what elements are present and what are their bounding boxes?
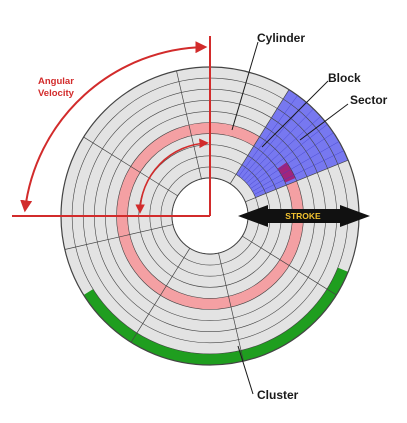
cluster-fill	[83, 267, 349, 366]
angular-velocity-label-line1: Angular	[38, 76, 74, 87]
angular-velocity-label-line2: Velocity	[38, 88, 75, 99]
sector-subdivision-line	[248, 124, 328, 186]
stroke-annotation: STROKE	[238, 205, 370, 227]
sector-boundary-line	[245, 159, 349, 203]
sector-subdivision-line	[238, 95, 298, 177]
sector-boundary-line	[130, 248, 191, 343]
cluster-leader-line	[237, 345, 254, 395]
angular-outer-arc-arrow	[20, 41, 208, 213]
sector-label: Sector	[350, 93, 388, 107]
sector-subdivision-line	[254, 150, 345, 195]
sector-boundary-line	[218, 252, 244, 362]
angular-inner-arc-arrow	[135, 138, 209, 214]
sector-subdivision-line	[243, 108, 314, 181]
cylinder-leader-line	[231, 41, 259, 131]
sector-boundary-line	[242, 235, 337, 296]
sector-boundary-line	[64, 224, 174, 250]
sector-subdivision-line	[250, 132, 334, 189]
angular-velocity-annotation: Angular Velocity	[12, 36, 211, 217]
sector-subdivision-line	[252, 141, 340, 192]
sector-boundary-line	[229, 89, 290, 184]
stroke-double-arrow	[238, 205, 370, 227]
block-leader-line	[261, 80, 329, 148]
block-label: Block	[328, 71, 361, 85]
stroke-label: STROKE	[285, 211, 321, 221]
sector-leader-line	[299, 103, 349, 141]
cylinder-label: Cylinder	[257, 31, 305, 45]
cluster-arc	[83, 267, 349, 366]
cluster-label: Cluster	[257, 388, 299, 402]
sector-subdivision-line	[246, 116, 321, 184]
callouts: Cylinder Block Sector Cluster	[231, 31, 388, 402]
